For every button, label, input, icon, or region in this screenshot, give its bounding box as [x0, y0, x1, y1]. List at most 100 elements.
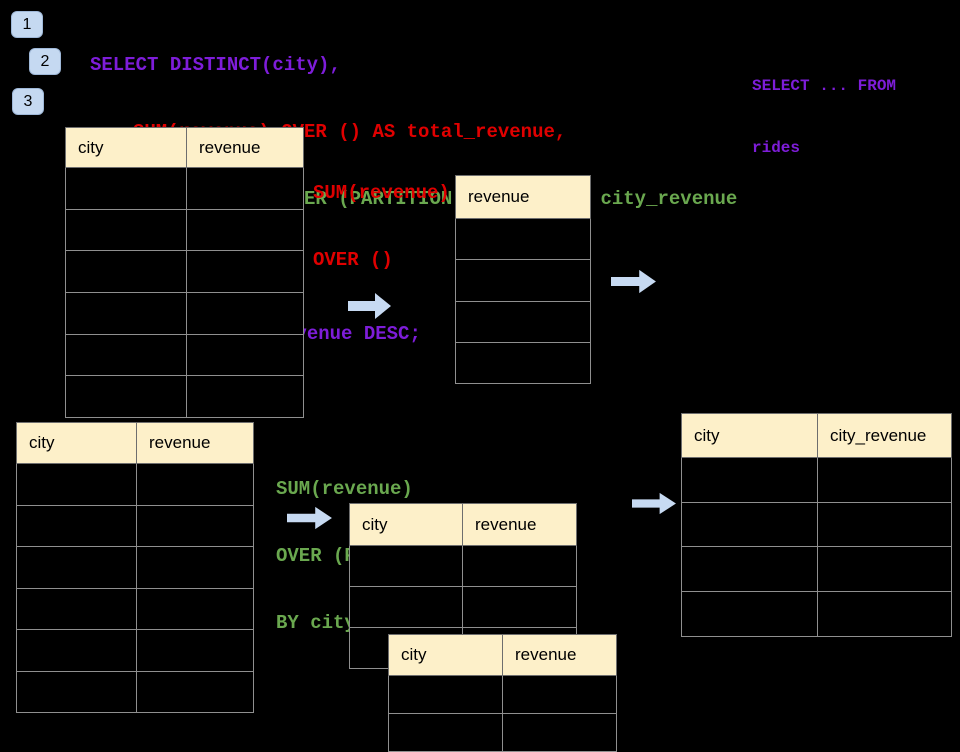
empty-cell: [136, 546, 254, 589]
empty-cell: [16, 670, 137, 713]
empty-cell: [455, 259, 591, 302]
table-row: [16, 587, 254, 630]
step-badge-3-label: 3: [23, 92, 33, 110]
table-row: [16, 463, 254, 506]
step-badge-2: 2: [29, 48, 61, 75]
annotation-total-line2: OVER (): [313, 249, 393, 272]
empty-cell: [817, 457, 952, 503]
step-badge-1-label: 1: [22, 15, 32, 33]
table-row: [681, 501, 952, 548]
column-header-city-revenue: city_revenue: [817, 413, 952, 458]
empty-cell: [462, 545, 577, 587]
column-header-city: city: [681, 413, 818, 458]
table-row: [349, 545, 577, 587]
empty-cell: [681, 546, 818, 593]
table-row: [349, 586, 577, 628]
empty-cell: [817, 546, 952, 593]
table-row: [681, 546, 952, 593]
empty-cell: [388, 713, 503, 752]
empty-cell: [186, 250, 304, 294]
empty-cell: [65, 333, 187, 377]
column-header-city: city: [65, 127, 187, 168]
table-total-revenue: revenue: [455, 175, 591, 385]
empty-cell: [681, 591, 818, 637]
empty-cell: [186, 375, 304, 419]
empty-cell: [65, 167, 187, 210]
subquery-note-line1: SELECT ... FROM: [752, 77, 897, 95]
empty-cell: [16, 463, 137, 506]
table-source-top: city revenue: [65, 127, 304, 419]
table-partition-overlay: city revenue: [388, 634, 617, 752]
table-row: [65, 208, 304, 252]
empty-cell: [136, 504, 254, 547]
empty-cell: [455, 341, 591, 385]
empty-cell: [817, 591, 952, 637]
table-row: [455, 341, 591, 385]
table-header-row: city revenue: [16, 422, 254, 464]
empty-cell: [16, 629, 137, 672]
column-header-city: city: [388, 634, 503, 676]
step-badge-3: 3: [12, 88, 44, 115]
table-header-row: city city_revenue: [681, 413, 952, 458]
table-row: [681, 591, 952, 637]
empty-cell: [502, 713, 617, 752]
table-row: [65, 167, 304, 210]
column-header-revenue: revenue: [455, 175, 591, 219]
empty-cell: [681, 501, 818, 548]
annotation-total-revenue: SUM(revenue) OVER (): [313, 137, 450, 316]
table-row: [65, 375, 304, 419]
step-badge-1: 1: [11, 11, 43, 38]
table-row: [65, 292, 304, 335]
table-row: [455, 259, 591, 302]
arrow-right-icon: [632, 492, 676, 515]
column-header-revenue: revenue: [186, 127, 304, 168]
table-header-row: city revenue: [388, 634, 617, 676]
empty-cell: [186, 167, 304, 210]
empty-cell: [186, 208, 304, 252]
empty-cell: [136, 629, 254, 672]
subquery-note: SELECT ... FROM rides: [752, 35, 896, 199]
arrow-right-icon: [611, 269, 656, 294]
table-header-row: city revenue: [349, 503, 577, 546]
empty-cell: [16, 587, 137, 630]
empty-cell: [136, 587, 254, 630]
table-row: [455, 217, 591, 261]
table-header-row: city revenue: [65, 127, 304, 168]
empty-cell: [681, 457, 818, 503]
empty-cell: [502, 675, 617, 714]
annotation-total-line1: SUM(revenue): [313, 181, 450, 204]
empty-cell: [186, 292, 304, 335]
table-row: [388, 713, 617, 752]
table-row: [16, 670, 254, 713]
empty-cell: [65, 375, 187, 419]
empty-cell: [349, 586, 463, 628]
annotation-partition-line1: SUM(revenue): [276, 477, 413, 500]
sql-line-select: SELECT DISTINCT(city),: [90, 53, 341, 76]
table-row: [455, 300, 591, 343]
empty-cell: [136, 670, 254, 713]
table-row: [16, 546, 254, 589]
table-header-row: revenue: [455, 175, 591, 219]
arrow-right-icon: [348, 293, 391, 319]
empty-cell: [65, 292, 187, 335]
table-row: [388, 675, 617, 714]
slide-canvas: 1 2 3 SELECT DISTINCT(city), SUM(revenue…: [11, 11, 952, 752]
empty-cell: [136, 463, 254, 506]
empty-cell: [186, 333, 304, 377]
column-header-city: city: [349, 503, 463, 546]
empty-cell: [16, 504, 137, 547]
table-source-bottom: city revenue: [16, 422, 254, 713]
table-row: [65, 333, 304, 377]
step-badge-2-label: 2: [40, 52, 50, 70]
table-result-right: city city_revenue: [681, 413, 952, 637]
column-header-city: city: [16, 422, 137, 464]
column-header-revenue: revenue: [136, 422, 254, 464]
empty-cell: [462, 586, 577, 628]
table-row: [65, 250, 304, 294]
table-row: [16, 629, 254, 672]
empty-cell: [455, 300, 591, 343]
table-row: [681, 457, 952, 503]
column-header-revenue: revenue: [462, 503, 577, 546]
empty-cell: [65, 250, 187, 294]
table-row: [16, 504, 254, 547]
